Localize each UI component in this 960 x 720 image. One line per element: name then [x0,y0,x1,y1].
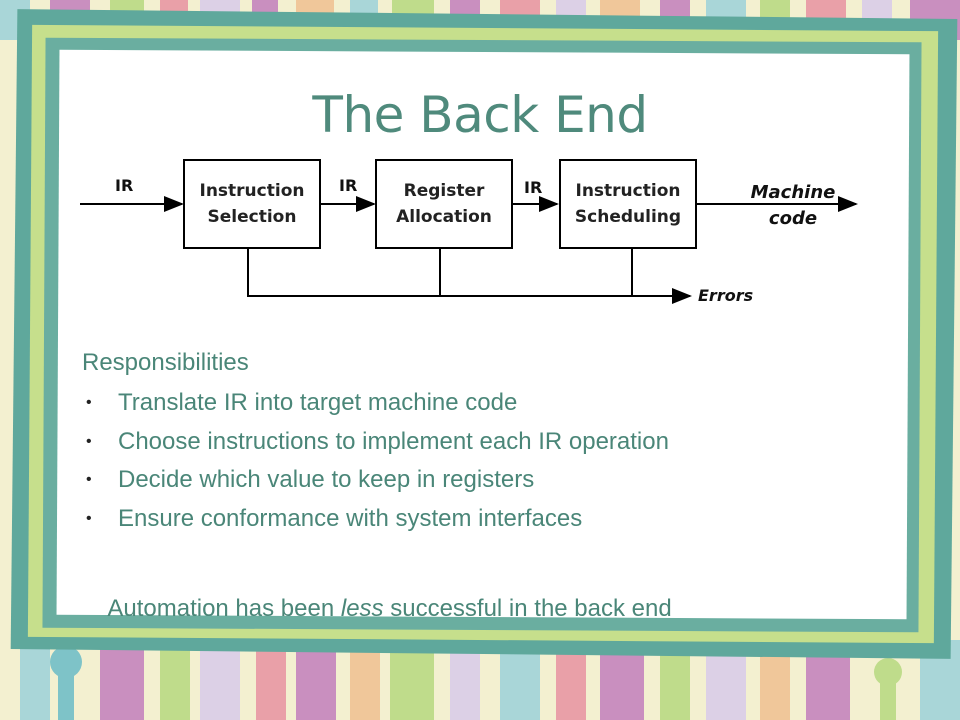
box-line: Instruction [575,181,681,201]
slide-title: The Back End [312,86,648,144]
box-line: Instruction [199,181,305,201]
list-item-text: Ensure conformance with system interface… [118,504,583,532]
machine-code-line2: code [768,208,818,229]
responsibilities-heading: Responsibilities [82,349,249,376]
box-line: Register [403,181,485,201]
list-item: • Decide which value to keep in registers [84,463,669,502]
bullet-icon: • [86,471,92,488]
list-item: • Ensure conformance with system interfac… [84,502,669,541]
note-text-before: Automation has been [107,595,341,622]
register-allocation-box: Register Allocation [375,159,513,249]
list-item: • Translate IR into target machine code [84,386,669,425]
note-text-after: successful in the back end [383,595,672,622]
bullet-icon: • [86,432,92,450]
list-item-text: Decide which value to keep in registers [118,466,535,493]
box-line: Allocation [396,207,492,227]
machine-code-line1: Machine [750,182,836,203]
input-ir-label: IR [115,176,134,195]
instruction-scheduling-box: Instruction Scheduling [559,159,697,249]
responsibilities-list: • Translate IR into target machine code •… [84,386,669,540]
instruction-selection-box: Instruction Selection [183,159,321,249]
machine-code-label: Machine code [738,180,848,232]
list-item-text: Translate IR into target machine code [118,389,518,416]
list-item-text: Choose instructions to implement each IR… [118,427,669,455]
box-line: Scheduling [574,207,682,227]
bullet-icon: • [86,394,92,411]
ir-label-2: IR [524,178,543,197]
automation-note: Automation has been less successful in t… [82,567,672,651]
ir-label-1: IR [339,176,358,195]
box-line: Selection [207,207,297,227]
bullet-icon: • [86,509,92,527]
note-emphasis: less [340,595,384,622]
errors-label: Errors [698,286,754,305]
list-item: • Choose instructions to implement each I… [84,425,669,464]
